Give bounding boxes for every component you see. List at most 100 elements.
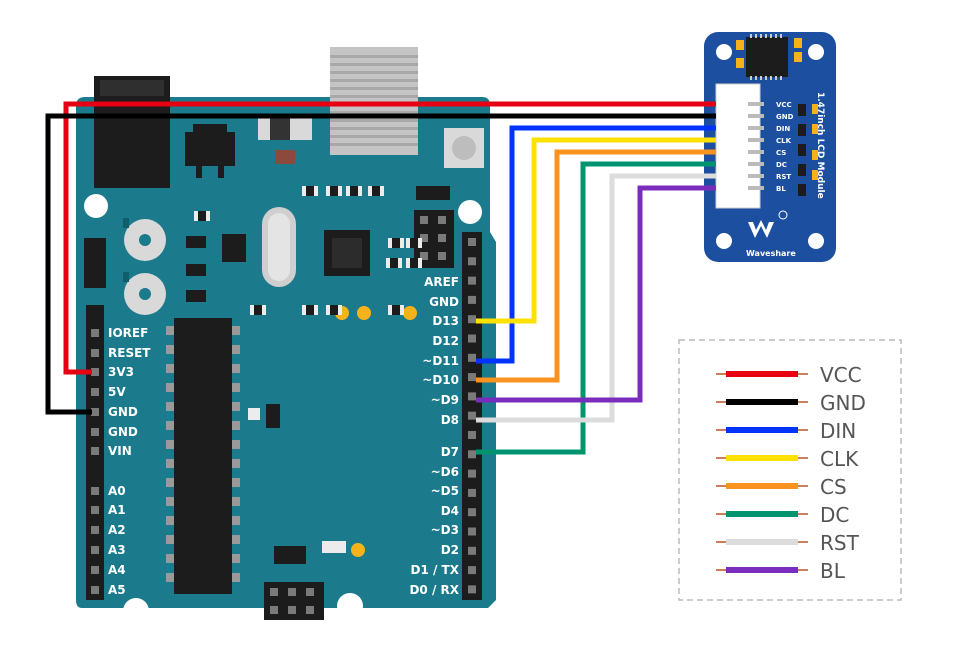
smd-body	[372, 186, 380, 196]
connector-pin	[748, 174, 764, 178]
header-pin	[420, 252, 428, 260]
header-pin	[420, 216, 428, 224]
ic-pin	[780, 76, 782, 80]
wire-clk	[476, 137, 716, 324]
legend-swatch	[726, 567, 798, 573]
header-pin	[288, 606, 296, 614]
wire-rst	[476, 173, 716, 423]
ic-pin	[770, 76, 772, 80]
usb-stripe	[330, 55, 418, 58]
legend-label: CLK	[820, 447, 859, 471]
smd-body	[198, 211, 206, 221]
smd-body	[254, 305, 262, 315]
module-pin-label: GND	[776, 113, 794, 121]
legend-swatch	[726, 511, 798, 517]
smd-part	[798, 184, 806, 196]
legend-label: BL	[820, 559, 846, 583]
left-pin-label: RESET	[108, 346, 151, 360]
led	[357, 306, 371, 320]
module-pin-label: VCC	[776, 101, 792, 109]
header-pin	[91, 566, 99, 574]
mount-hole	[84, 194, 108, 218]
mount-hole	[458, 200, 482, 224]
ic-pin	[166, 345, 174, 354]
ic-pin	[750, 76, 752, 80]
smd-body	[410, 238, 418, 248]
left-pin-label: A4	[108, 563, 126, 577]
connector-pin	[748, 114, 764, 118]
header-pin	[438, 234, 446, 242]
header-pin	[468, 315, 476, 324]
left-pin-label: A5	[108, 583, 126, 597]
wire-cs	[476, 149, 716, 383]
connector-pin	[748, 126, 764, 130]
smd-part	[798, 144, 806, 156]
ic-pin	[755, 76, 757, 80]
header-pin	[438, 216, 446, 224]
left-pin-label: IOREF	[108, 326, 148, 340]
header-pin	[468, 488, 476, 497]
smd-body	[330, 305, 338, 315]
smd-body	[390, 258, 398, 268]
legend-swatch	[726, 539, 798, 545]
connector-pin	[748, 102, 764, 106]
ic-pin	[232, 497, 240, 506]
right-pin-label: D7	[441, 445, 459, 459]
module-pin-label: CLK	[776, 137, 792, 145]
header-pin	[91, 586, 99, 594]
header-pin	[468, 527, 476, 536]
right-pin-label: ~D5	[431, 484, 459, 498]
wire-vcc	[63, 101, 716, 375]
smd-part	[812, 170, 818, 180]
right-pin-label: ~D10	[422, 373, 459, 387]
right-pin-label: D12	[432, 334, 459, 348]
ic-pin	[750, 34, 752, 38]
left-pin-label: 5V	[108, 385, 126, 399]
legend-label: RST	[820, 531, 860, 555]
header-pin	[468, 411, 476, 420]
ic-pin	[232, 402, 240, 411]
left-pin-label: A2	[108, 523, 126, 537]
reset-button	[444, 128, 484, 168]
connector-pin	[748, 138, 764, 142]
led	[403, 306, 417, 320]
smd-body	[410, 258, 418, 268]
left-pin-label: A1	[108, 503, 126, 517]
right-pin-label: ~D9	[431, 393, 459, 407]
wire-din	[476, 125, 716, 364]
smd-part	[812, 104, 818, 114]
right-pin-label: D0 / RX	[409, 583, 459, 597]
ic-pin	[232, 421, 240, 430]
right-pin-label: D2	[441, 543, 459, 557]
ic-pin	[765, 76, 767, 80]
ic-pin	[166, 459, 174, 468]
smd-pad	[322, 541, 346, 553]
microcontroller	[174, 318, 232, 594]
ic-pin	[232, 440, 240, 449]
header-pin	[91, 428, 99, 436]
header-pin	[91, 487, 99, 495]
left-pin-label: GND	[108, 405, 138, 419]
connector-pin	[748, 162, 764, 166]
module-pin-label: CS	[776, 149, 786, 157]
ic-pin	[770, 34, 772, 38]
ic-pin	[166, 440, 174, 449]
right-pin-label: ~D3	[431, 523, 459, 537]
header-pin	[91, 526, 99, 534]
usb-stripe	[330, 63, 418, 66]
wire-dc	[476, 161, 716, 455]
waveshare-logo	[748, 210, 788, 238]
module-ic	[746, 37, 788, 77]
header-pin	[468, 469, 476, 478]
usb-stripe	[330, 135, 418, 138]
ic-pin	[166, 478, 174, 487]
ic-pin	[232, 573, 240, 582]
header-pin	[91, 546, 99, 554]
left-pin-label: 3V3	[108, 365, 134, 379]
ic-pin	[232, 345, 240, 354]
header-pin	[270, 606, 278, 614]
left-pin-label: GND	[108, 425, 138, 439]
smd-part	[812, 124, 818, 134]
ic-pin	[755, 34, 757, 38]
